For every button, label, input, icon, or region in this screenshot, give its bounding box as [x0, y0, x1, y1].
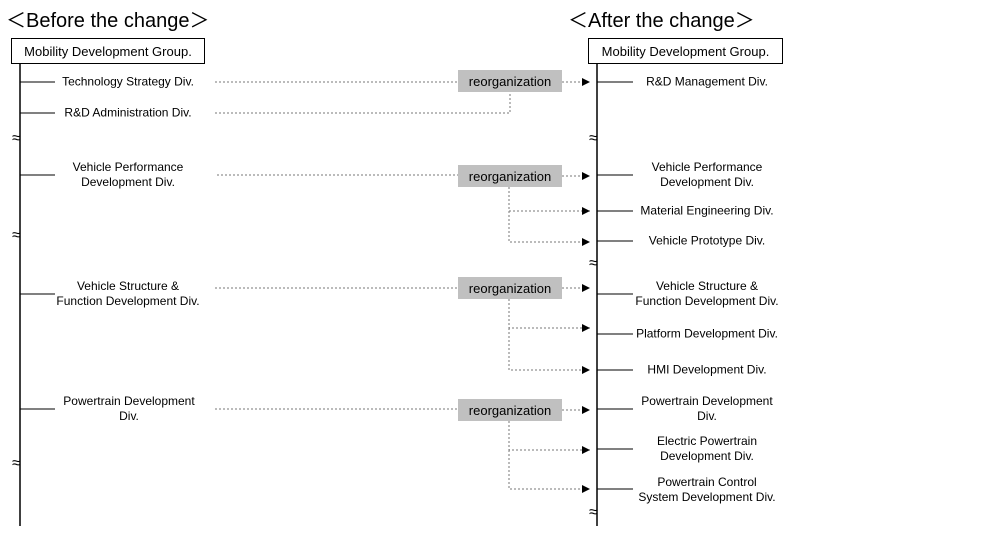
break-icon: ≈ [12, 455, 21, 472]
after-group-box: Mobility Development Group. [588, 38, 783, 64]
after-div-label: HMI Development Div. [647, 362, 767, 377]
reorganization-box: reorganization [458, 165, 562, 187]
after-div-label: Vehicle Structure & Function Development… [635, 279, 779, 308]
before-div-label: Vehicle Structure & Function Development… [56, 279, 200, 308]
after-div-label: Vehicle Performance Development Div. [651, 160, 763, 189]
before-div-label: R&D Administration Div. [64, 105, 192, 120]
before-div-label: Powertrain Development Div. [63, 394, 195, 423]
reorganization-box: reorganization [458, 70, 562, 92]
break-icon: ≈ [12, 130, 21, 147]
after-div-label: R&D Management Div. [646, 74, 768, 89]
after-div-label: Material Engineering Div. [640, 203, 774, 218]
after-div-label: Powertrain Control System Development Di… [638, 475, 776, 504]
before-group-box: Mobility Development Group. [11, 38, 205, 64]
reorganization-box: reorganization [458, 399, 562, 421]
after-div-label: Platform Development Div. [636, 326, 778, 341]
before-heading: ＜Before the change＞ [6, 10, 210, 32]
before-div-label: Technology Strategy Div. [62, 74, 194, 89]
after-heading: ＜After the change＞ [568, 10, 755, 32]
before-div-label: Vehicle Performance Development Div. [72, 160, 184, 189]
break-icon: ≈ [12, 227, 21, 244]
after-div-label: Powertrain Development Div. [641, 394, 773, 423]
break-icon: ≈ [589, 504, 598, 521]
break-icon: ≈ [589, 255, 598, 272]
reorganization-box: reorganization [458, 277, 562, 299]
after-div-label: Vehicle Prototype Div. [648, 233, 766, 248]
after-div-label: Electric Powertrain Development Div. [656, 434, 758, 463]
break-icon: ≈ [589, 130, 598, 147]
